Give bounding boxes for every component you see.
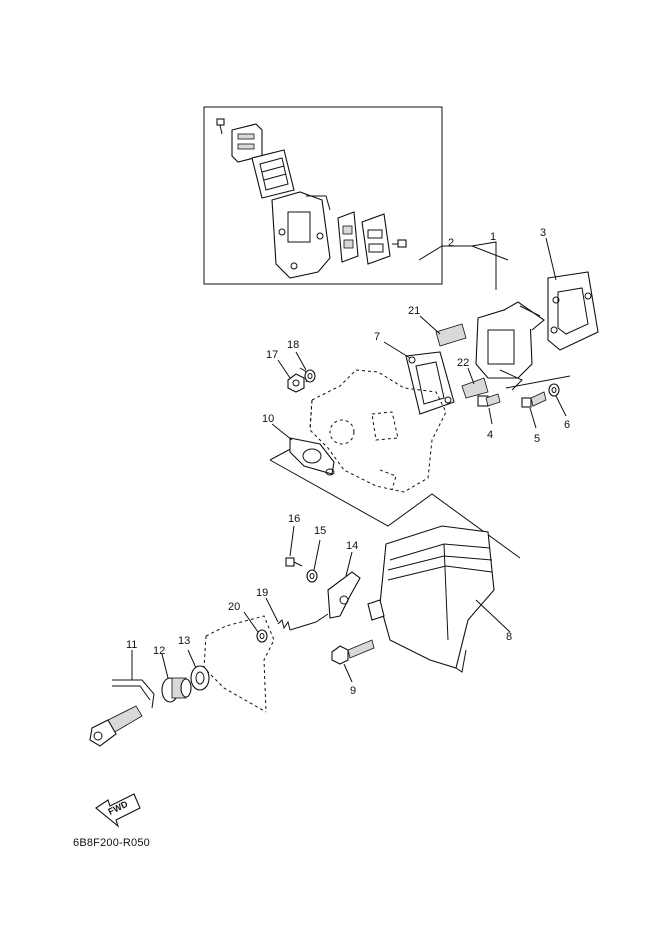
callout-22: 22 [457,357,469,369]
callout-4: 4 [487,429,493,441]
washer-15 [306,539,321,583]
callout-1: 1 [490,231,496,243]
inset-screw-icon [216,118,225,135]
callout-3: 3 [540,227,546,239]
inset-reed-valve [271,191,331,279]
spring-19 [265,597,329,631]
callout-20: 20 [228,601,240,613]
diagram-code: 6B8F200-R050 [73,837,150,849]
leader-1-2 [418,241,497,290]
stud-bolt-21 [419,315,467,347]
callout-10: 10 [262,413,274,425]
washer-18 [295,351,316,383]
choke-knob-11 [89,650,155,747]
callout-9: 9 [350,685,356,697]
callout-8: 8 [506,631,512,643]
nut-17 [277,359,305,393]
inset-kit-box [203,106,443,285]
callout-12: 12 [153,645,165,657]
bolt-9 [331,639,375,683]
ring-13 [187,649,210,691]
choke-lever-14 [327,551,361,619]
callout-21: 21 [408,305,420,317]
callout-6: 6 [564,419,570,431]
fwd-arrow-icon: FWD [95,793,141,828]
intake-silencer-8 [367,525,511,673]
stud-bolt-22 [461,367,489,399]
callout-2: 2 [448,237,454,249]
reed-valve-assembly-1 [475,301,545,391]
leader-1 [471,245,509,261]
callout-16: 16 [288,513,300,525]
callout-14: 14 [346,540,358,552]
inset-reed-stopper [231,123,263,163]
cowling-reference [205,615,275,713]
leader-group [269,459,521,559]
callout-15: 15 [314,525,326,537]
carburetor-reference [309,369,447,493]
bolt-4 [477,393,501,425]
washer-20 [243,611,268,643]
washer-6 [548,383,567,417]
grommet-12 [161,653,192,703]
screw-5 [521,391,547,429]
callout-18: 18 [287,339,299,351]
screw-16 [285,525,303,567]
inset-reed-gasket [251,149,295,199]
inset-bolt-icon [392,239,407,248]
gasket-7 [405,351,455,415]
callout-17: 17 [266,349,278,361]
gasket-10 [289,437,335,476]
callout-19: 19 [256,587,268,599]
inset-plate [361,213,391,265]
callout-13: 13 [178,635,190,647]
gasket-3 [547,271,599,351]
callout-5: 5 [534,433,540,445]
callout-11: 11 [126,639,137,651]
inset-small-gasket [337,211,359,263]
callout-labels: 1 2 3 4 5 6 7 8 9 10 11 12 13 14 15 16 1… [126,227,570,697]
callout-7: 7 [374,331,380,343]
